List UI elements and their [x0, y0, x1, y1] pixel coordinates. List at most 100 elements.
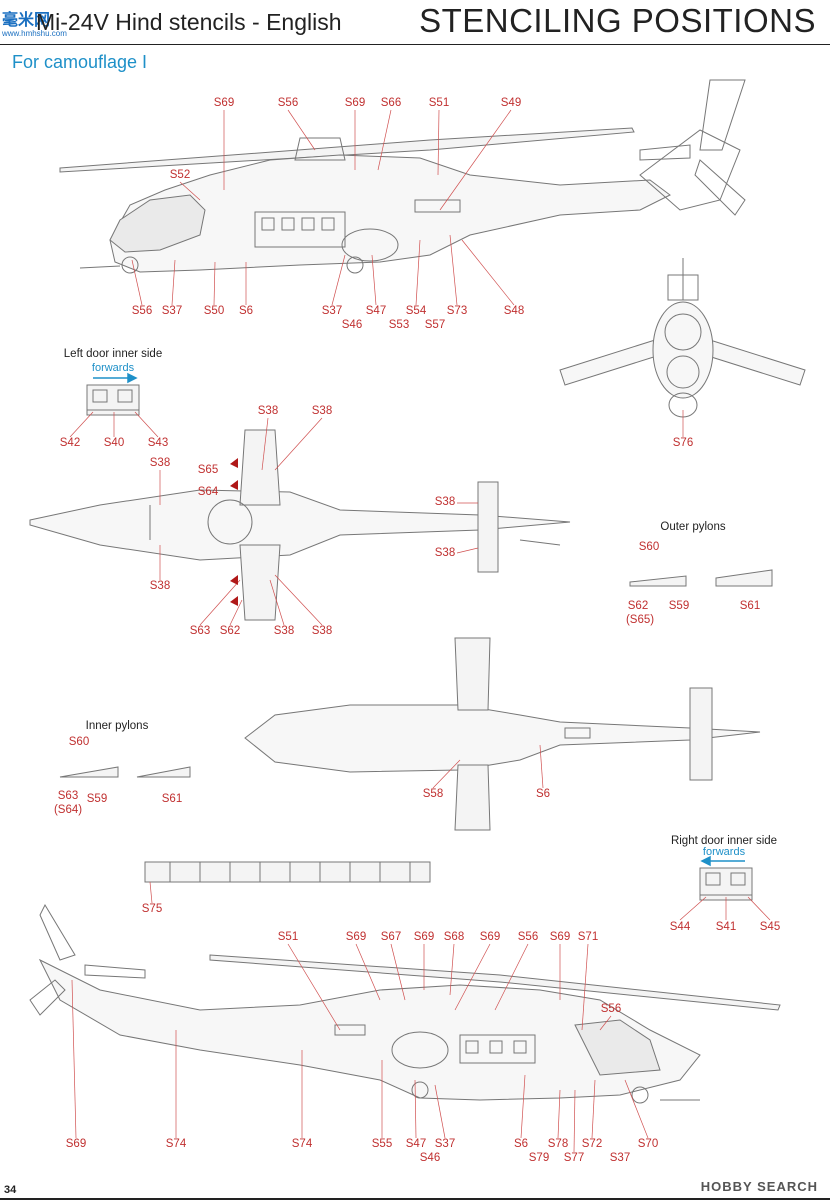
bottom-view-drawing	[244, 637, 761, 831]
stencil-label: S74	[165, 1138, 187, 1150]
stencil-label: S38	[434, 496, 456, 508]
stencil-label: S77	[563, 1152, 585, 1164]
stencil-label: S71	[577, 931, 599, 943]
stencil-label: S69	[413, 931, 435, 943]
stencil-label: S69	[344, 97, 366, 109]
stencil-label: S76	[672, 437, 694, 449]
stencil-label: S38	[311, 405, 333, 417]
left-door-drawing	[86, 384, 140, 416]
stencil-label: S63	[189, 625, 211, 637]
left-door-caption: Left door inner side	[63, 348, 163, 360]
stencil-label: S69	[65, 1138, 87, 1150]
forwards-label: forwards	[91, 362, 135, 374]
camouflage-subtitle: For camouflage I	[12, 52, 148, 72]
stencil-label: S56	[277, 97, 299, 109]
stencil-label: S6	[513, 1138, 529, 1150]
stencil-label: S60	[68, 736, 90, 748]
stencil-label: S66	[380, 97, 402, 109]
stencil-label: S51	[277, 931, 299, 943]
stencil-label: S47	[405, 1138, 427, 1150]
stencil-label: S67	[380, 931, 402, 943]
right-door-caption: Right door inner side	[670, 835, 778, 847]
stencil-label: S53	[388, 319, 410, 331]
stencil-label: S54	[405, 305, 427, 317]
stencil-label: S75	[141, 903, 163, 915]
stencil-label: S42	[59, 437, 81, 449]
stencil-label: S46	[341, 319, 363, 331]
document-title: Mi-24V Hind stencils - English	[36, 9, 342, 35]
page-number: 34	[4, 1184, 17, 1196]
stencil-label: S38	[434, 547, 456, 559]
stencil-label: S68	[443, 931, 465, 943]
stencil-label: S69	[479, 931, 501, 943]
stencil-label: S69	[213, 97, 235, 109]
front-view-drawing	[559, 258, 806, 418]
page-header: 毫米网 www.hmhshu.com Mi-24V Hind stencils …	[0, 0, 830, 45]
top-side-view-drawing	[59, 79, 746, 274]
stencil-label: S37	[321, 305, 343, 317]
stencil-label: S73	[446, 305, 468, 317]
outer-pylons-caption: Outer pylons	[660, 521, 726, 533]
stencil-label: S63	[57, 790, 79, 802]
stencil-label: S56	[131, 305, 153, 317]
stencil-label: S69	[549, 931, 571, 943]
stencil-label: S61	[739, 600, 761, 612]
stencil-label: S46	[419, 1152, 441, 1164]
stencil-label: S62	[627, 600, 649, 612]
stencil-label: S79	[528, 1152, 550, 1164]
stencil-label: S59	[668, 600, 690, 612]
stencil-label: S60	[638, 541, 660, 553]
stencil-label: S56	[600, 1003, 622, 1015]
stencil-label: S50	[203, 305, 225, 317]
stencil-label: S49	[500, 97, 522, 109]
top-view-drawing	[29, 429, 571, 621]
stencil-label: (S65)	[625, 614, 655, 626]
stencil-label: S6	[238, 305, 254, 317]
stencil-label: S55	[371, 1138, 393, 1150]
brand-logo: HOBBY SEARCH	[700, 1179, 818, 1194]
inner-pylons-caption: Inner pylons	[85, 720, 149, 732]
stencil-label: S38	[149, 580, 171, 592]
stencil-label: S38	[273, 625, 295, 637]
stencil-label: S78	[547, 1138, 569, 1150]
outer-pylons-drawing	[629, 569, 773, 587]
stencil-label: S37	[161, 305, 183, 317]
forwards-label: forwards	[702, 846, 746, 858]
stencil-label: S37	[609, 1152, 631, 1164]
footer-rule	[0, 1198, 830, 1200]
stencil-label: S43	[147, 437, 169, 449]
stencil-label: S47	[365, 305, 387, 317]
stencil-label: S57	[424, 319, 446, 331]
stencil-label: S41	[715, 921, 737, 933]
stencil-label: S51	[428, 97, 450, 109]
stencil-label: S62	[219, 625, 241, 637]
stencil-label: S70	[637, 1138, 659, 1150]
stencil-label: S37	[434, 1138, 456, 1150]
stencil-label: S48	[503, 305, 525, 317]
ramp-drawing	[144, 861, 431, 883]
stencil-label: S38	[149, 457, 171, 469]
stencil-label: S6	[535, 788, 551, 800]
stencil-label: S56	[517, 931, 539, 943]
right-door-drawing	[699, 867, 753, 901]
stencil-label: S40	[103, 437, 125, 449]
stencil-label: S44	[669, 921, 691, 933]
stencil-label: S61	[161, 793, 183, 805]
stencil-label: (S64)	[53, 804, 83, 816]
watermark-url: www.hmhshu.com	[2, 29, 67, 38]
stencil-label: S45	[759, 921, 781, 933]
stencil-label: S74	[291, 1138, 313, 1150]
stencil-label: S72	[581, 1138, 603, 1150]
stencil-label: S69	[345, 931, 367, 943]
watermark-logo: 毫米网	[2, 12, 51, 29]
bottom-side-view-drawing	[29, 903, 781, 1104]
stencil-label: S38	[311, 625, 333, 637]
stencil-label: S52	[169, 169, 191, 181]
stencil-label: S65	[197, 464, 219, 476]
stencil-label: S59	[86, 793, 108, 805]
stencil-label: S64	[197, 486, 219, 498]
inner-pylons-drawing	[59, 766, 191, 778]
stencil-label: S38	[257, 405, 279, 417]
section-title: STENCILING POSITIONS	[419, 2, 816, 39]
